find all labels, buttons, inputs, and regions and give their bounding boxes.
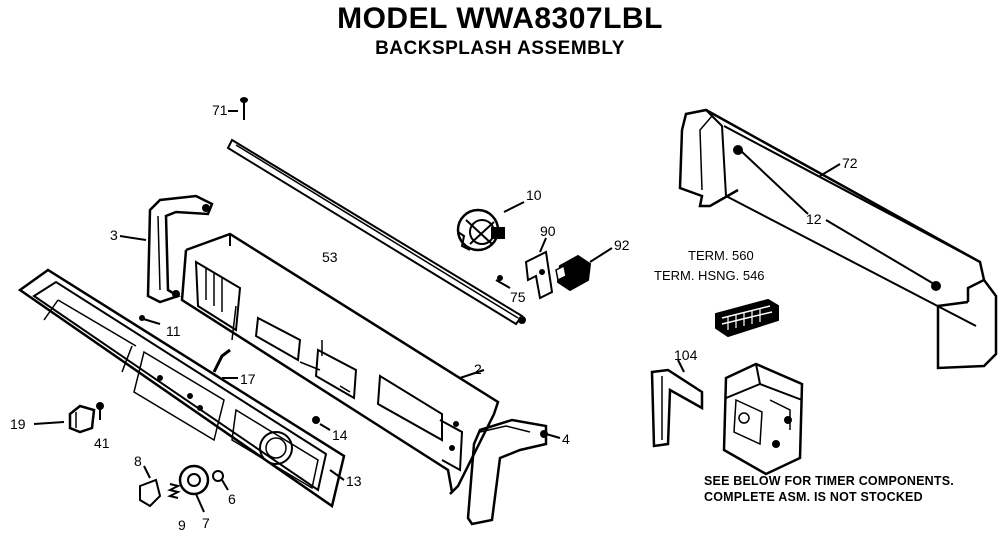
rear-panel-part-72 — [678, 108, 998, 370]
label-14: 14 — [332, 427, 348, 443]
label-9: 9 — [178, 517, 186, 533]
wire-part-17 — [212, 348, 238, 379]
terminal-label-2: TERM. HSNG. 546 — [654, 268, 765, 283]
model-title: MODEL WWA8307LBL — [337, 2, 663, 35]
switch-part-92 — [555, 247, 613, 292]
bracket-part-104 — [650, 359, 704, 448]
label-4: 4 — [562, 431, 570, 447]
timer-body — [722, 362, 804, 476]
label-41: 41 — [94, 435, 110, 451]
label-71-top: 71 — [212, 102, 228, 118]
label-17: 17 — [240, 371, 256, 387]
label-90: 90 — [540, 223, 556, 239]
label-12: 12 — [806, 211, 822, 227]
terminal-label-1: TERM. 560 — [688, 248, 754, 263]
label-7: 7 — [202, 515, 210, 531]
screw-part-71-top — [228, 97, 248, 120]
end-cap-part-4 — [466, 418, 561, 526]
washer-part-6 — [212, 470, 229, 491]
dial-part-8 — [139, 465, 162, 508]
knob-part-19 — [33, 404, 96, 434]
timer-part-10 — [456, 201, 525, 252]
label-10: 10 — [526, 187, 542, 203]
pin-part-41 — [96, 402, 104, 420]
note-not-stocked: COMPLETE ASM. IS NOT STOCKED — [704, 490, 923, 504]
label-19: 19 — [10, 416, 26, 432]
label-2: 2 — [474, 361, 482, 377]
control-panel-part-13 — [17, 268, 346, 509]
label-8: 8 — [134, 453, 142, 469]
spring-part-9 — [167, 483, 181, 499]
label-53: 53 — [322, 249, 338, 265]
screw-part-14 — [312, 416, 331, 431]
terminal-block-part-560 — [715, 298, 779, 338]
assembly-subtitle: BACKSPLASH ASSEMBLY — [375, 38, 625, 59]
label-72: 72 — [842, 155, 858, 171]
knob-part-7 — [178, 464, 210, 513]
label-11: 11 — [166, 323, 181, 339]
label-13: 13 — [346, 473, 362, 489]
end-cap-part-3 — [119, 194, 214, 304]
housing-part-2 — [180, 232, 500, 495]
note-timer-components: SEE BELOW FOR TIMER COMPONENTS. — [704, 474, 954, 488]
clip-part-75 — [495, 275, 511, 289]
label-3: 3 — [110, 227, 118, 243]
label-75: 75 — [510, 289, 526, 305]
label-104: 104 — [674, 347, 698, 363]
label-6: 6 — [228, 491, 236, 507]
screw-part-11 — [139, 315, 161, 325]
rod-part-53 — [226, 138, 526, 326]
bracket-part-90 — [524, 237, 554, 300]
label-92: 92 — [614, 237, 630, 253]
